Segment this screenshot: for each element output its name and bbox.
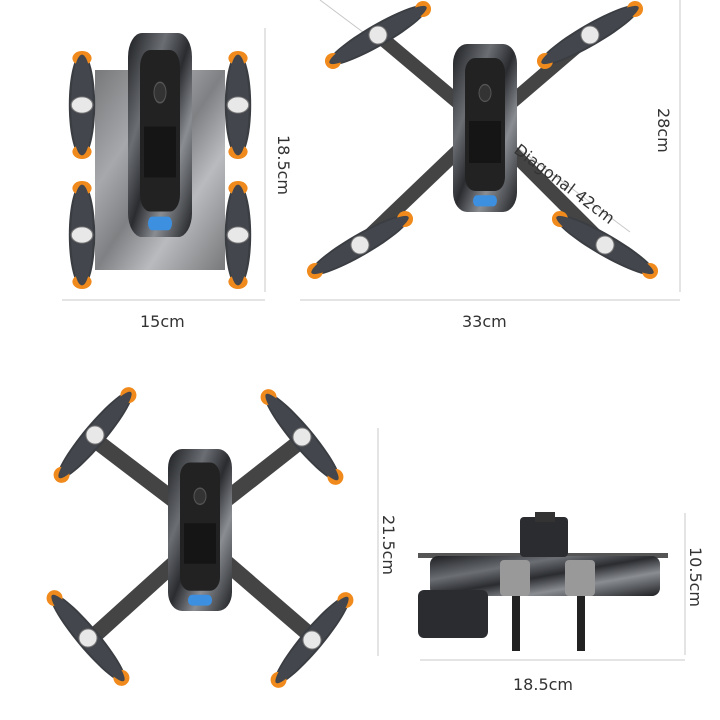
front-height-label: 21.5cm <box>379 515 398 576</box>
side-width-label: 18.5cm <box>513 675 574 694</box>
unfolded-width-label: 33cm <box>462 312 507 331</box>
drone-side-view <box>418 512 668 651</box>
drone-unfolded-front-view <box>40 381 360 694</box>
unfolded-height-label: 28cm <box>654 108 673 153</box>
drone-unfolded-top-view <box>302 0 663 286</box>
folded-height-label: 18.5cm <box>274 135 293 196</box>
drone-folded-top-view <box>68 32 252 290</box>
side-height-label: 10.5cm <box>686 547 705 608</box>
folded-width-label: 15cm <box>140 312 185 331</box>
